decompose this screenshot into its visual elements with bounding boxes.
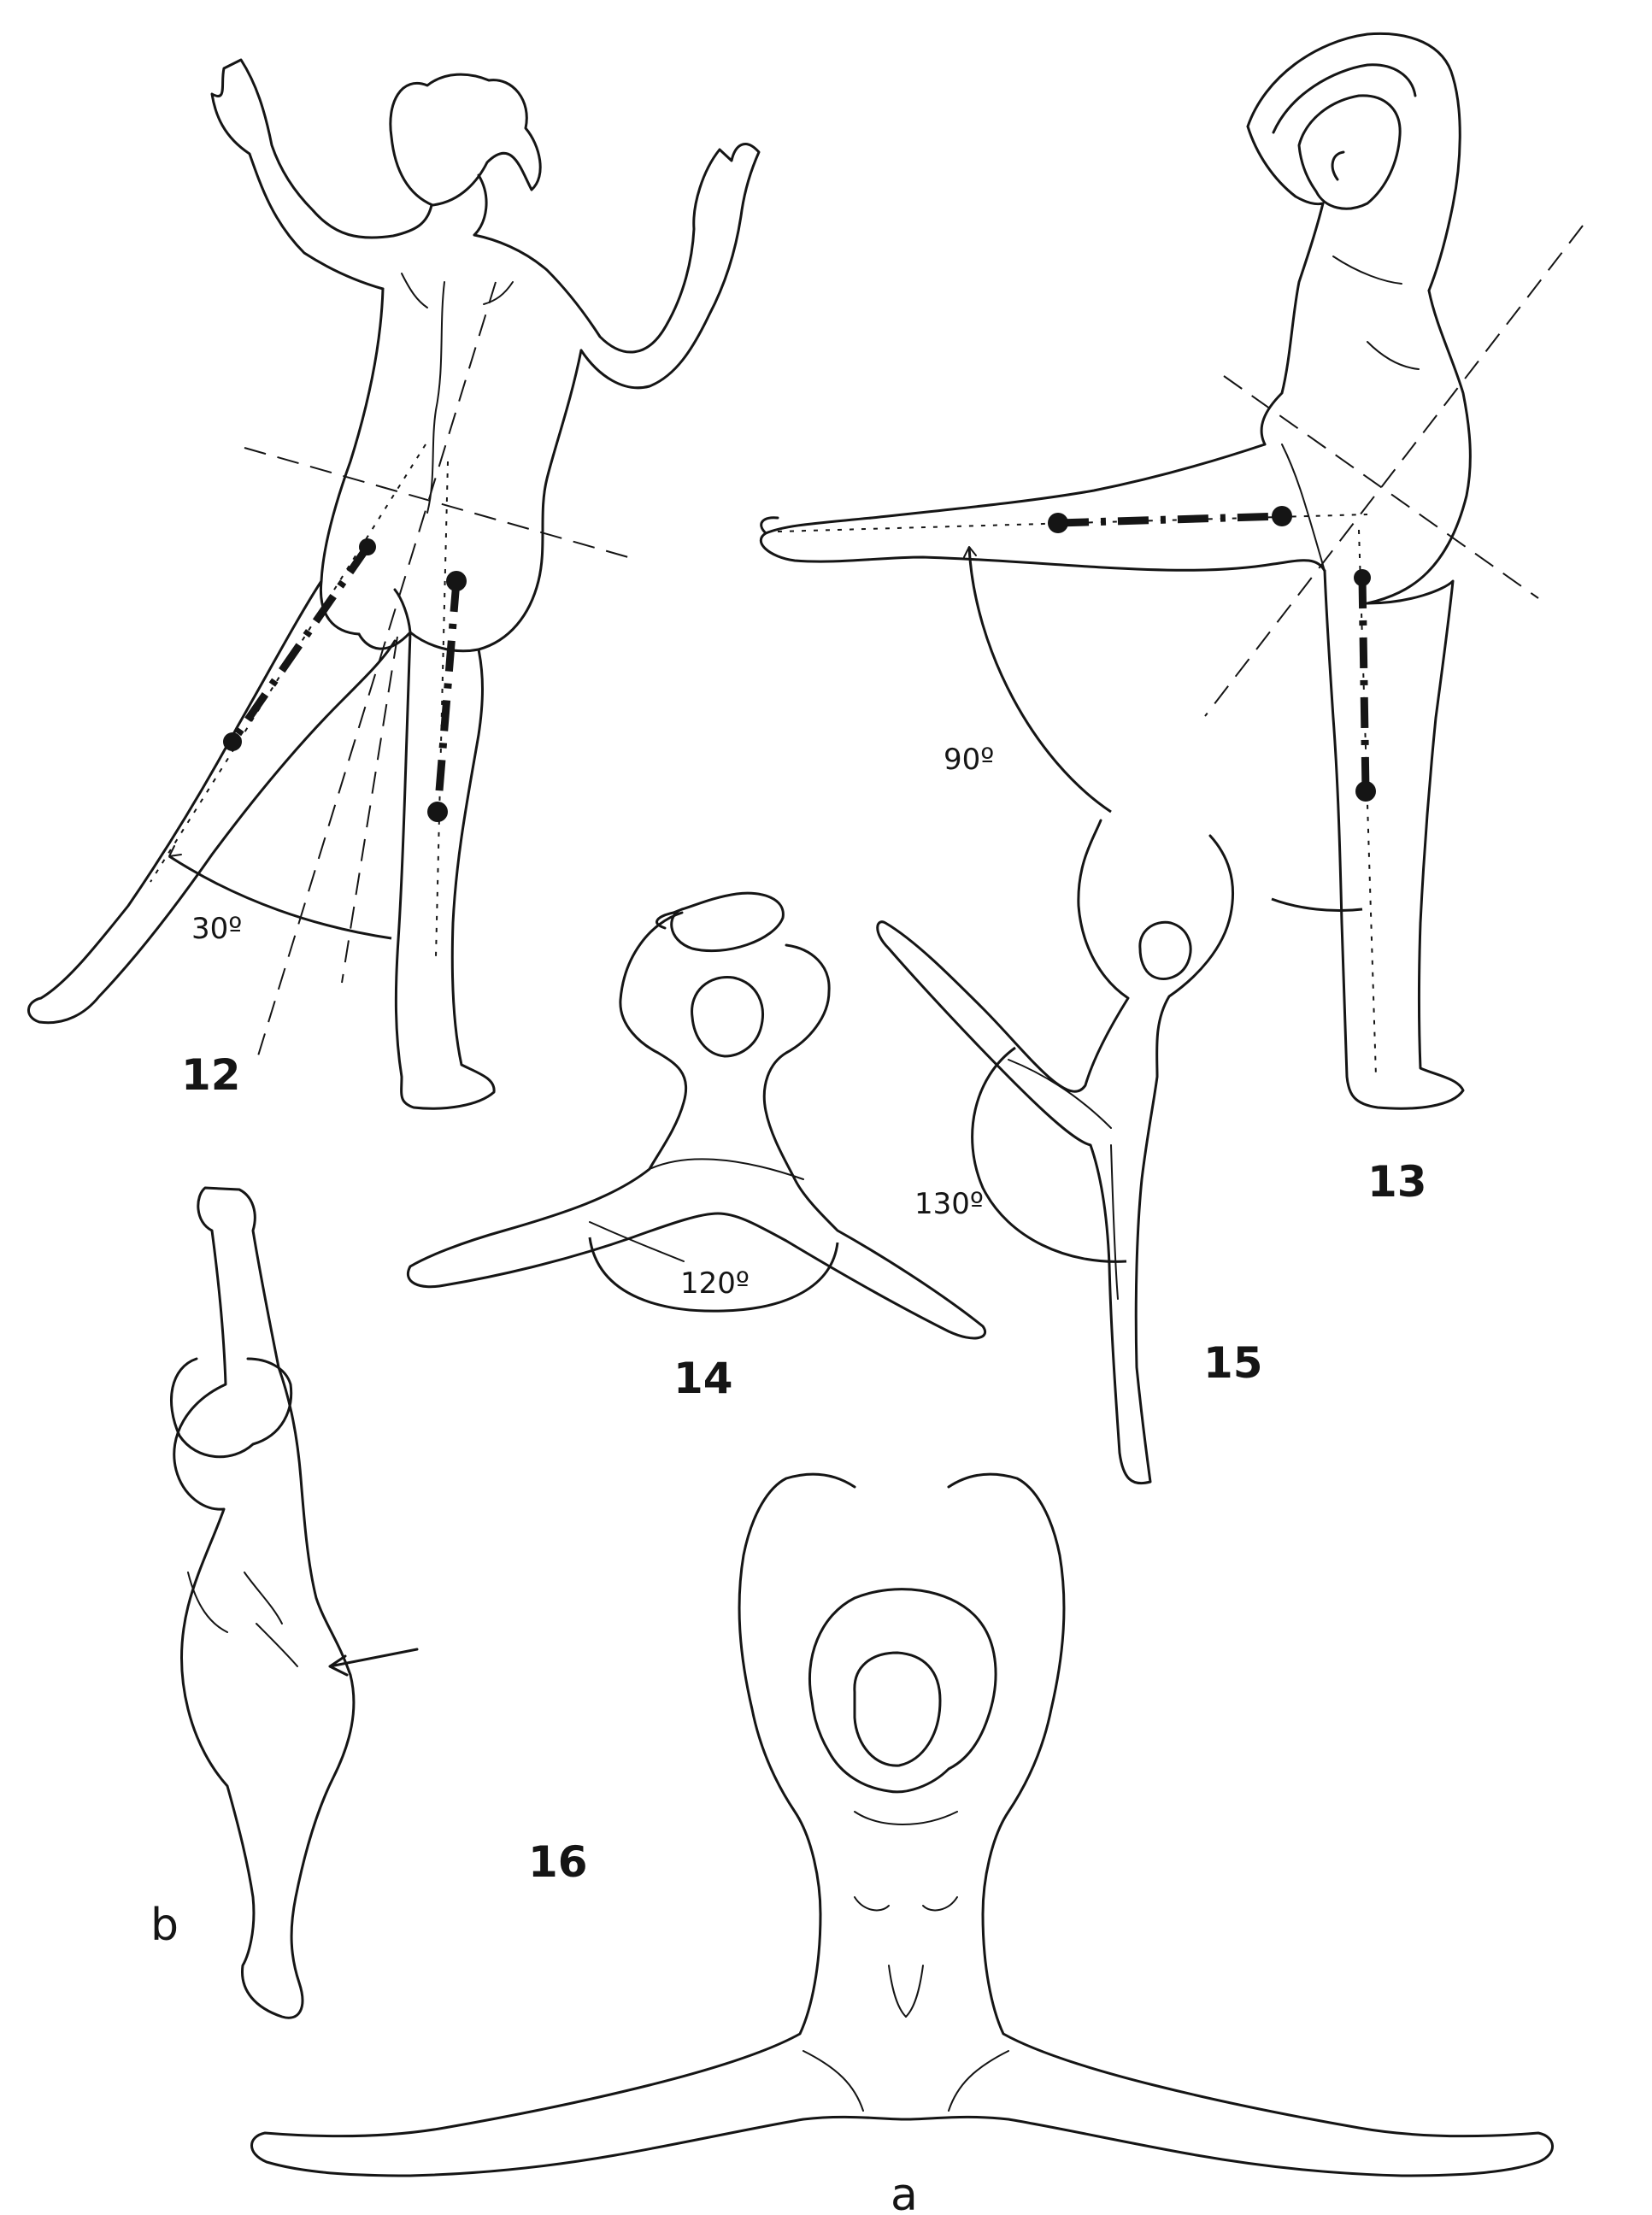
figure-12: 30º 12 bbox=[27, 58, 761, 1110]
knee-joint-marker bbox=[427, 802, 448, 822]
figure-13-number: 13 bbox=[1367, 1157, 1427, 1207]
figure-14-angle-label: 120º bbox=[680, 1266, 750, 1301]
figure-14-number: 14 bbox=[673, 1354, 733, 1403]
figure-16b-arrow bbox=[328, 1648, 419, 1677]
knee-joint-marker bbox=[1048, 513, 1068, 533]
figure-16b-body-outline bbox=[173, 1186, 356, 2019]
hip-joint-marker bbox=[446, 571, 467, 591]
figure-16-a: a bbox=[250, 1472, 1554, 2215]
figure-15-angle-label: 130º bbox=[914, 1187, 984, 1221]
figure-13-angle-label: 90º bbox=[944, 743, 994, 777]
figure-12-number: 12 bbox=[181, 1050, 241, 1100]
figure-12-angle-label: 30º bbox=[191, 912, 242, 946]
hip-joint-marker bbox=[1272, 506, 1292, 526]
figure-14-racquet bbox=[656, 891, 785, 953]
figure-16-b: b bbox=[150, 1186, 419, 2019]
knee-joint-marker bbox=[1355, 781, 1376, 802]
figure-13-joint-markers bbox=[1048, 506, 1376, 802]
figure-14-angle-arc bbox=[588, 1237, 839, 1313]
figure-16b-hair bbox=[169, 1357, 293, 1459]
figure-15-head bbox=[1138, 920, 1192, 980]
figure-16a-face bbox=[853, 1651, 942, 1767]
figure-12-angle-arrow bbox=[168, 845, 182, 857]
figure-14-body-outline bbox=[407, 911, 986, 1340]
hip-joint-marker bbox=[359, 538, 376, 555]
knee-joint-marker bbox=[223, 732, 242, 751]
figure-13-angle-arrow bbox=[963, 546, 977, 558]
figure-15-number: 15 bbox=[1203, 1338, 1263, 1388]
hip-joint-marker bbox=[1354, 569, 1371, 586]
figure-13-angle-arc bbox=[967, 546, 1112, 814]
figure-12-angle-arc bbox=[168, 855, 392, 940]
figure-16a-body-outline bbox=[250, 1472, 1554, 2177]
figure-16-sub-label-b: b bbox=[150, 1900, 179, 1951]
figure-16a-hair bbox=[808, 1588, 997, 1794]
figure-14: 120º 14 bbox=[407, 891, 986, 1403]
figure-13-body-outline bbox=[759, 32, 1472, 1110]
figure-13: 90º 13 bbox=[759, 32, 1584, 1207]
figure-12-body-outline bbox=[27, 58, 761, 1110]
figure-15: 130º 15 bbox=[876, 819, 1263, 1485]
figure-14-head bbox=[691, 976, 764, 1058]
figure-16-number: 16 bbox=[528, 1837, 588, 1887]
figure-13-reference-lines bbox=[777, 225, 1584, 1078]
figure-15-body-outline bbox=[876, 819, 1234, 1485]
figure-12-reference-lines bbox=[150, 281, 635, 1062]
figure-12-joint-markers bbox=[223, 538, 467, 822]
figure-15-angle-arc bbox=[971, 1046, 1127, 1263]
figure-16-sub-label-a: a bbox=[891, 2170, 918, 2215]
